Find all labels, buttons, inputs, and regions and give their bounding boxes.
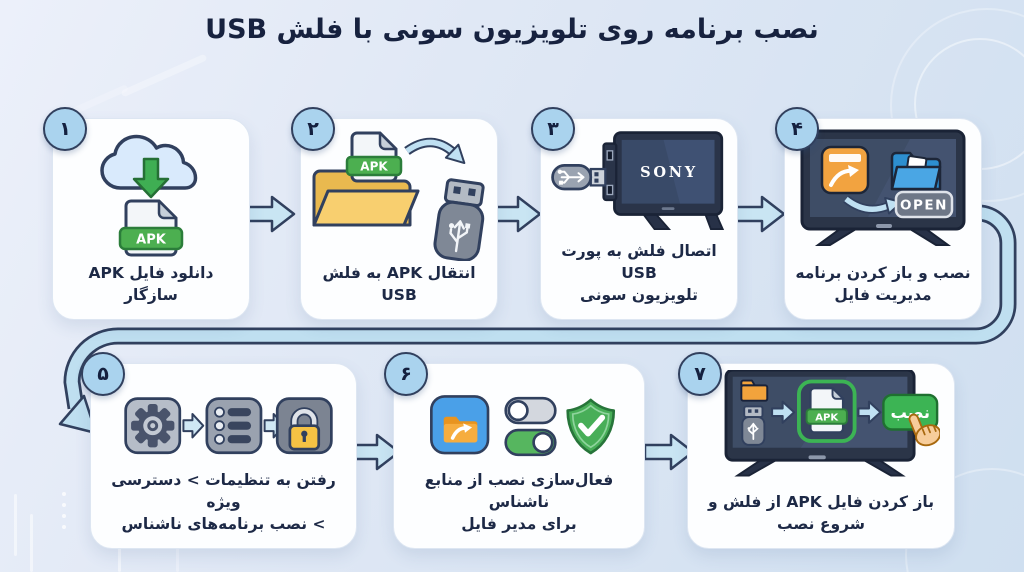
apk-badge-label: APK <box>136 233 167 248</box>
step-number-badge: ۵ <box>81 352 125 396</box>
step-card-3: ۳ SONY <box>531 107 738 320</box>
deco-dot <box>62 492 66 496</box>
flow-arrow-icon <box>643 433 695 471</box>
usb-symbol <box>747 422 759 440</box>
flow-arrow-icon <box>244 195 296 233</box>
step-3-illustration: SONY <box>551 131 725 230</box>
toggle-on-icon <box>504 428 557 457</box>
step-number-badge: ۷ <box>678 352 722 396</box>
folder-front <box>312 189 420 227</box>
step-card-4: ۴ <box>775 107 982 320</box>
apk-file-highlight-frame: APK <box>797 379 857 443</box>
step-caption: اتصال فلش به پورت USB تلویزیون سونی <box>561 242 717 304</box>
step-number-badge: ۲ <box>291 107 335 151</box>
deco-dot <box>62 503 66 507</box>
step-card-5: ۵ <box>81 352 357 549</box>
settings-list-tile <box>205 397 262 455</box>
settings-gear-tile <box>123 397 181 455</box>
hand-cursor-icon <box>908 413 940 447</box>
step-5-illustration <box>123 397 333 455</box>
file-manager-app-icon <box>430 395 490 455</box>
apk-file-icon: APK <box>118 199 184 257</box>
step-number: ۷ <box>694 363 706 385</box>
deco-line <box>30 514 33 572</box>
apk-badge-label: APK <box>815 412 839 423</box>
step-card-7: ۷ <box>678 352 955 549</box>
tv-leg <box>704 213 725 230</box>
usb-flash-drive-icon <box>551 164 607 191</box>
lock-tile <box>275 397 333 455</box>
sony-tv-icon: SONY <box>602 131 725 230</box>
step-card-1: ۱ APK دانلود فایل APK سازگار <box>43 107 250 320</box>
deco-line <box>176 536 179 572</box>
deco-dot <box>62 525 66 529</box>
step-number: ۴ <box>791 118 803 140</box>
step-1-illustration: APK <box>100 134 198 257</box>
tv-leg <box>860 459 906 477</box>
deco-dot <box>62 514 66 518</box>
step-number: ۳ <box>547 118 559 140</box>
apk-file-icon: APK <box>345 131 403 183</box>
tv-leg <box>734 459 780 477</box>
step-4-illustration: OPEN <box>800 129 966 246</box>
usb-flash-drive-icon <box>741 405 766 446</box>
shield-check-icon <box>566 398 616 455</box>
toggle-off-icon <box>504 396 557 425</box>
open-button-label: OPEN <box>900 198 948 214</box>
step-2-illustration: APK <box>312 131 485 261</box>
step-number: ۶ <box>400 363 412 385</box>
step-number: ۲ <box>307 118 319 140</box>
file-manager-app-icon <box>820 145 870 195</box>
curved-arrow-icon <box>404 137 466 165</box>
step-card-6: ۶ فعال‌سازی نصب از منا <box>384 352 645 549</box>
usb-port-panel <box>602 142 618 202</box>
page-title: نصب برنامه روی تلویزیون سونی با فلش USB <box>205 14 819 45</box>
flow-arrow-icon <box>734 195 786 233</box>
step-number: ۵ <box>97 363 109 385</box>
step-number-badge: ۶ <box>384 352 428 396</box>
step-number-badge: ۱ <box>43 107 87 151</box>
usb-symbol <box>557 169 585 185</box>
open-button: OPEN <box>894 190 954 219</box>
step-caption: انتقال APK به فلش USB <box>322 264 476 304</box>
step-caption: رفتن به تنظیمات > دسترسی ویژه > نصب برنا… <box>111 471 336 533</box>
sony-logo: SONY <box>640 164 698 181</box>
tv-leg <box>814 228 860 246</box>
deco-streak <box>71 84 129 115</box>
lock-icon <box>288 407 320 451</box>
usb-flash-drive-icon <box>433 178 485 261</box>
deco-line <box>14 494 17 556</box>
step-number-badge: ۳ <box>531 107 575 151</box>
step-number-badge: ۴ <box>775 107 819 151</box>
settings-list-icon <box>213 406 251 445</box>
step-caption: باز کردن فایل APK از فلش و شروع نصب <box>707 493 935 533</box>
step-number: ۱ <box>59 118 71 140</box>
step-7-illustration: APK نصب <box>724 370 940 477</box>
download-arrow-icon <box>132 157 170 199</box>
gear-icon <box>130 404 174 448</box>
tv-leg <box>641 213 672 230</box>
apk-badge-label: APK <box>360 160 388 174</box>
deco-streak <box>120 53 208 98</box>
step-card-2: ۲ APK <box>291 107 498 320</box>
step-caption: دانلود فایل APK سازگار <box>88 264 214 304</box>
step-caption: فعال‌سازی نصب از منابع ناشناس برای مدیر … <box>424 471 614 533</box>
step-6-illustration <box>430 395 616 457</box>
blue-folder-icon <box>890 151 942 191</box>
step-caption: نصب و باز کردن برنامه مدیریت فایل <box>795 264 971 304</box>
mini-arrow-icon <box>181 412 204 439</box>
tv-leg <box>906 228 952 246</box>
